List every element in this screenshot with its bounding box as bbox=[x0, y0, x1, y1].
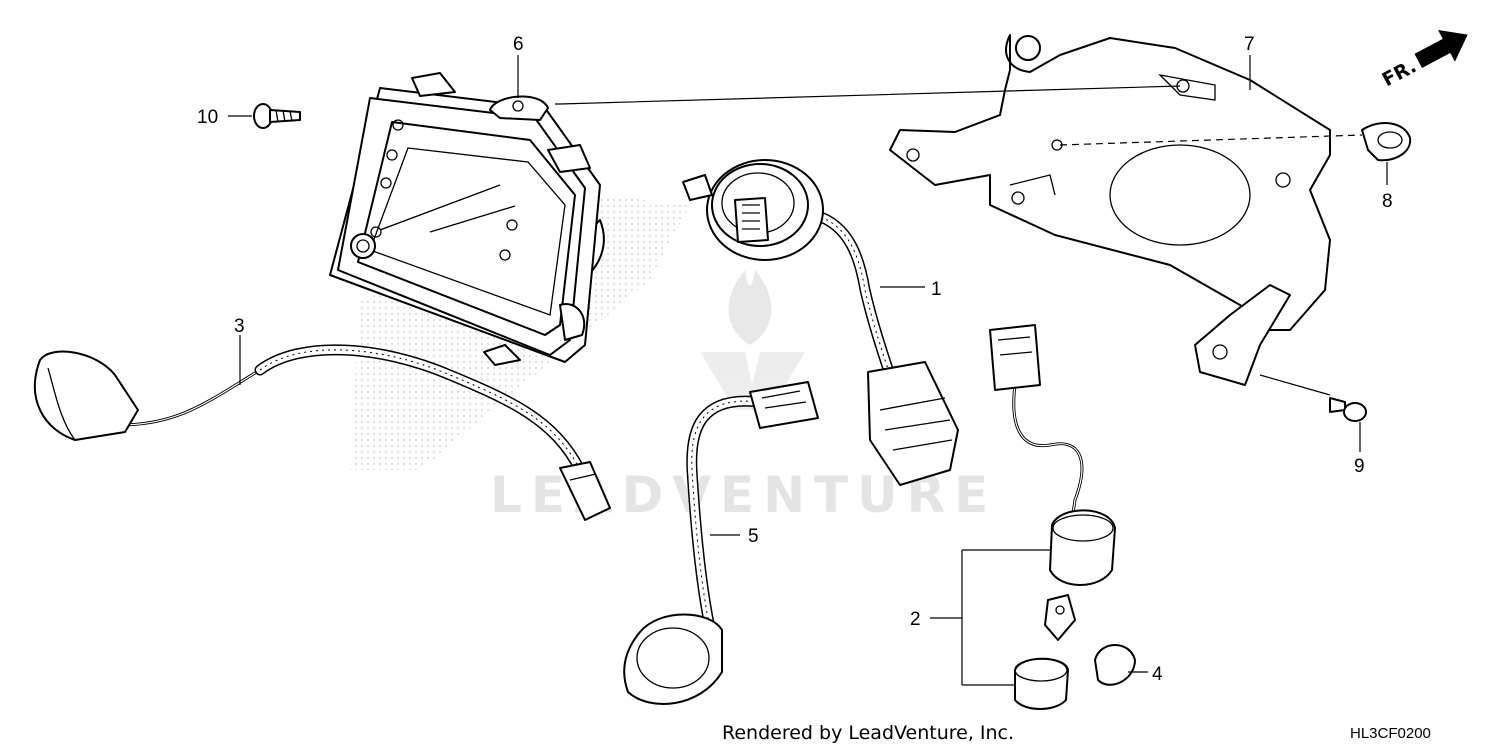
callout-4: 4 bbox=[1152, 664, 1163, 685]
callout-2: 2 bbox=[910, 609, 921, 630]
switch-harness bbox=[34, 344, 611, 521]
meter-bracket bbox=[889, 34, 1331, 386]
meter-assembly bbox=[329, 72, 605, 366]
screw-part-10 bbox=[253, 103, 301, 129]
clip-part-8 bbox=[1361, 122, 1412, 162]
ignition-switch bbox=[989, 324, 1116, 710]
front-arrow-icon bbox=[1414, 30, 1468, 69]
callout-3: 3 bbox=[234, 316, 245, 337]
callout-8: 8 bbox=[1382, 191, 1393, 212]
callout-9: 9 bbox=[1354, 456, 1365, 477]
meter-sub-harness bbox=[623, 381, 819, 705]
footer-credit: Rendered by LeadVenture, Inc. bbox=[722, 722, 1014, 744]
socket-harness bbox=[682, 159, 959, 486]
key-cap-part-4 bbox=[1094, 644, 1136, 686]
screw-part-9 bbox=[1329, 397, 1367, 422]
front-arrow-label: FR. bbox=[1379, 55, 1420, 91]
callout-5: 5 bbox=[748, 526, 759, 547]
front-direction-indicator: FR. bbox=[1379, 30, 1468, 91]
callout-labels: 1 2 3 4 5 6 7 8 9 10 bbox=[197, 34, 1393, 685]
diagram-code: HL3CF0200 bbox=[1350, 725, 1431, 742]
leader-lines bbox=[228, 55, 1388, 686]
callout-10: 10 bbox=[197, 107, 218, 128]
callout-6: 6 bbox=[513, 34, 524, 55]
callout-7: 7 bbox=[1244, 34, 1255, 55]
callout-1: 1 bbox=[931, 279, 942, 300]
